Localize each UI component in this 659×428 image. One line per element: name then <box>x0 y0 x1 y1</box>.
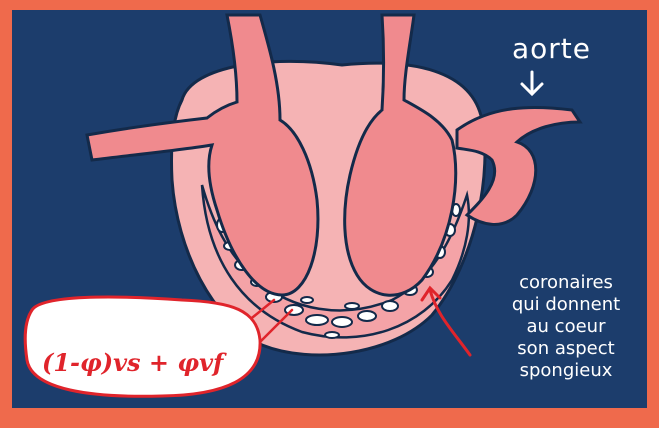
coronaires-line-2: qui donnent <box>498 294 634 316</box>
diagram-panel: aorte coronaires qui donnent au coeur so… <box>12 10 647 408</box>
formula-bubble <box>25 297 260 396</box>
coronaires-line-3: au coeur <box>498 316 634 338</box>
coronaires-label: coronaires qui donnent au coeur son aspe… <box>498 272 634 382</box>
formula-label: (1-φ)vs + φvf <box>42 348 223 377</box>
coronaires-line-5: spongieux <box>498 360 634 382</box>
aorte-label: aorte <box>512 32 591 65</box>
coronaires-line-4: son aspect <box>498 338 634 360</box>
coronaires-line-1: coronaires <box>498 272 634 294</box>
right-ventricle <box>345 15 456 295</box>
aorte-arrow <box>522 72 542 94</box>
